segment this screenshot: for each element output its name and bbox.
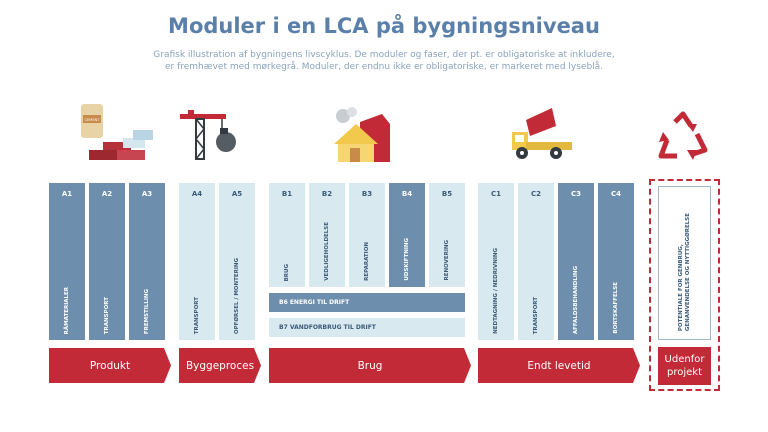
module-code: A3: [141, 190, 153, 198]
module-b2: B2 VEDLIGEHOLDELSE: [309, 183, 345, 287]
module-code: B4: [401, 190, 413, 198]
module-a3: A3 FREMSTILLING: [129, 183, 165, 340]
module-label: REPARATION: [364, 242, 370, 281]
module-code: C4: [610, 190, 621, 198]
module-a4: A4 TRANSPORT: [179, 183, 215, 340]
module-label: UDSKIFTNING: [404, 238, 410, 281]
module-label: RENOVERING: [444, 240, 450, 281]
module-d-label-line1: POTENTIALE FOR GENBRUG,: [677, 243, 684, 331]
module-code: C2: [530, 190, 541, 198]
module-code: A4: [191, 190, 203, 198]
module-label: AFFALDSBEHANDLING: [573, 265, 579, 334]
module-label: TRANSPORT: [194, 296, 200, 334]
module-c2: C2 TRANSPORT: [518, 183, 554, 340]
module-c1: C1 NEDTAGNING / NEDRIVNING: [478, 183, 514, 340]
crane-icon: [180, 110, 236, 160]
module-label: VEDLIGEHOLDELSE: [324, 222, 330, 281]
module-d: POTENTIALE FOR GENBRUG,GENANVENDELSE OG …: [658, 186, 711, 340]
stage-product: Produkt: [49, 348, 171, 383]
stage-outside-line1: Udenfor: [664, 354, 705, 365]
module-code: C3: [570, 190, 581, 198]
cement-text: CEMENT: [84, 118, 100, 122]
module-c4: C4 BORTSKAFFELSE: [598, 183, 634, 340]
module-d-label: POTENTIALE FOR GENBRUG,GENANVENDELSE OG …: [678, 213, 692, 331]
stage-end-of-life: Endt levetid: [478, 348, 640, 383]
module-label: NEDTAGNING / NEDRIVNING: [493, 248, 499, 334]
dump-truck-icon: [512, 108, 572, 159]
module-label: FREMSTILLING: [144, 288, 150, 334]
module-label: TRANSPORT: [104, 296, 110, 334]
module-b7: B7 VANDFORBRUG TIL DRIFT: [269, 318, 465, 337]
module-b5: B5 RENOVERING: [429, 183, 465, 287]
module-code: A5: [231, 190, 243, 198]
cement-bricks-icon: CEMENT: [81, 104, 153, 160]
module-b4: B4 UDSKIFTNING: [389, 183, 425, 287]
module-code: B5: [441, 190, 453, 198]
module-c3: C3 AFFALDSBEHANDLING: [558, 183, 594, 340]
stage-construction: Byggeproces: [179, 348, 261, 383]
outside-project-frame: [649, 179, 720, 391]
recycle-icon: [658, 111, 708, 160]
module-a2: A2 TRANSPORT: [89, 183, 125, 340]
module-b6: B6 ENERGI TIL DRIFT: [269, 293, 465, 312]
module-label: BRUG: [284, 263, 290, 281]
module-b3: B3 REPARATION: [349, 183, 385, 287]
module-label: OPFØRSEL / MONTERING: [234, 257, 240, 334]
module-label: RÅMATERIALER: [64, 286, 70, 334]
module-code: A2: [101, 190, 113, 198]
module-code: A1: [61, 190, 73, 198]
module-code: B1: [281, 190, 293, 198]
module-a5: A5 OPFØRSEL / MONTERING: [219, 183, 255, 340]
page-title: Moduler i en LCA på bygningsniveau: [168, 14, 600, 38]
module-d-label-line2: GENANVENDELSE OG NYTTIGGØRELSE: [684, 212, 691, 331]
module-label: BORTSKAFFELSE: [613, 282, 619, 334]
stage-outside-project: Udenfor projekt: [658, 347, 711, 385]
stage-use: Brug: [269, 348, 471, 383]
house-icon: [334, 107, 390, 162]
module-code: B3: [361, 190, 373, 198]
stage-outside-line2: projekt: [666, 367, 702, 378]
module-label: TRANSPORT: [533, 296, 539, 334]
page-subtitle: Grafisk illustration af bygningens livsc…: [153, 50, 615, 72]
module-b1: B1 BRUG: [269, 183, 305, 287]
module-code: C1: [490, 190, 501, 198]
module-code: B2: [321, 190, 333, 198]
module-a1: A1 RÅMATERIALER: [49, 183, 85, 340]
